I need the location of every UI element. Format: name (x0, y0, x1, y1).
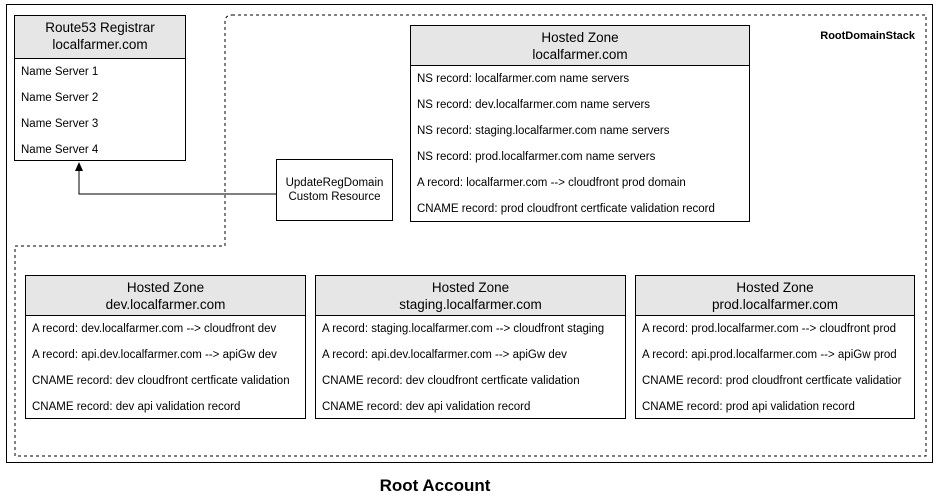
root-domain-stack-boundary (14, 14, 927, 457)
hosted-zone-root-table: Hosted Zone localfarmer.com NS record: l… (410, 25, 750, 222)
record-row: CNAME record: dev api validation record (322, 401, 531, 413)
hosted-zone-prod-table: Hosted Zone prod.localfarmer.com A recor… (635, 275, 915, 419)
hosted-zone-staging-title: Hosted Zone (431, 280, 510, 295)
hosted-zone-root-header: Hosted Zone localfarmer.com (411, 26, 749, 66)
update-reg-domain-box: UpdateRegDomain Custom Resource (276, 159, 393, 221)
custom-resource-line1: UpdateRegDomain (285, 177, 384, 189)
record-row: NS record: prod.localfarmer.com name ser… (417, 151, 656, 163)
name-server-row: Name Server 4 (21, 144, 99, 156)
hosted-zone-dev-table: Hosted Zone dev.localfarmer.com A record… (25, 275, 306, 419)
record-row: NS record: dev.localfarmer.com name serv… (417, 99, 651, 111)
record-row: CNAME record: prod cloudfront certficate… (642, 375, 902, 387)
record-row: A record: dev.localfarmer.com --> cloudf… (32, 323, 277, 335)
hosted-zone-prod-title: Hosted Zone (736, 280, 814, 295)
registrar-domain: localfarmer.com (52, 37, 148, 52)
hosted-zone-prod-domain: prod.localfarmer.com (711, 297, 839, 312)
root-account-frame (6, 4, 933, 463)
record-row: A record: api.dev.localfarmer.com --> ap… (32, 349, 277, 361)
custom-resource-line2: Custom Resource (288, 191, 381, 203)
hosted-zone-root-title: Hosted Zone (541, 30, 619, 45)
hosted-zone-dev-title: Hosted Zone (126, 280, 205, 295)
record-row: NS record: staging.localfarmer.com name … (417, 125, 670, 137)
hosted-zone-root-domain: localfarmer.com (532, 47, 628, 62)
hosted-zone-prod-header: Hosted Zone prod.localfarmer.com (636, 276, 914, 316)
record-row: A record: api.prod.localfarmer.com --> a… (642, 349, 897, 361)
record-row: CNAME record: dev cloudfront certficate … (32, 375, 290, 387)
update-reg-arrow-head (75, 162, 83, 171)
registrar-table: Route53 Registrar localfarmer.com Name S… (14, 15, 186, 161)
name-server-row: Name Server 3 (21, 118, 99, 130)
registrar-title: Route53 Registrar (45, 20, 155, 35)
hosted-zone-dev-domain: dev.localfarmer.com (105, 297, 226, 312)
record-row: NS record: localfarmer.com name servers (417, 73, 630, 85)
record-row: A record: localfarmer.com --> cloudfront… (417, 177, 686, 189)
record-row: A record: api.dev.localfarmer.com --> ap… (322, 349, 567, 361)
registrar-header: Route53 Registrar localfarmer.com (15, 16, 185, 59)
record-row: CNAME record: prod api validation record (642, 401, 855, 413)
stack-label: RootDomainStack (820, 30, 915, 42)
record-row: A record: prod.localfarmer.com --> cloud… (642, 323, 897, 335)
hosted-zone-dev-header: Hosted Zone dev.localfarmer.com (26, 276, 305, 316)
record-row: CNAME record: prod cloudfront certficate… (417, 203, 715, 215)
name-server-row: Name Server 2 (21, 92, 99, 104)
root-account-label: Root Account (379, 476, 491, 495)
name-server-row: Name Server 1 (21, 66, 99, 78)
record-row: CNAME record: dev cloudfront certficate … (322, 375, 580, 387)
hosted-zone-staging-table: Hosted Zone staging.localfarmer.com A re… (315, 275, 626, 419)
hosted-zone-staging-domain: staging.localfarmer.com (399, 297, 542, 312)
record-row: CNAME record: dev api validation record (32, 401, 241, 413)
hosted-zone-staging-header: Hosted Zone staging.localfarmer.com (316, 276, 625, 316)
record-row: A record: staging.localfarmer.com --> cl… (322, 323, 605, 335)
update-reg-arrow-line (78, 170, 276, 195)
